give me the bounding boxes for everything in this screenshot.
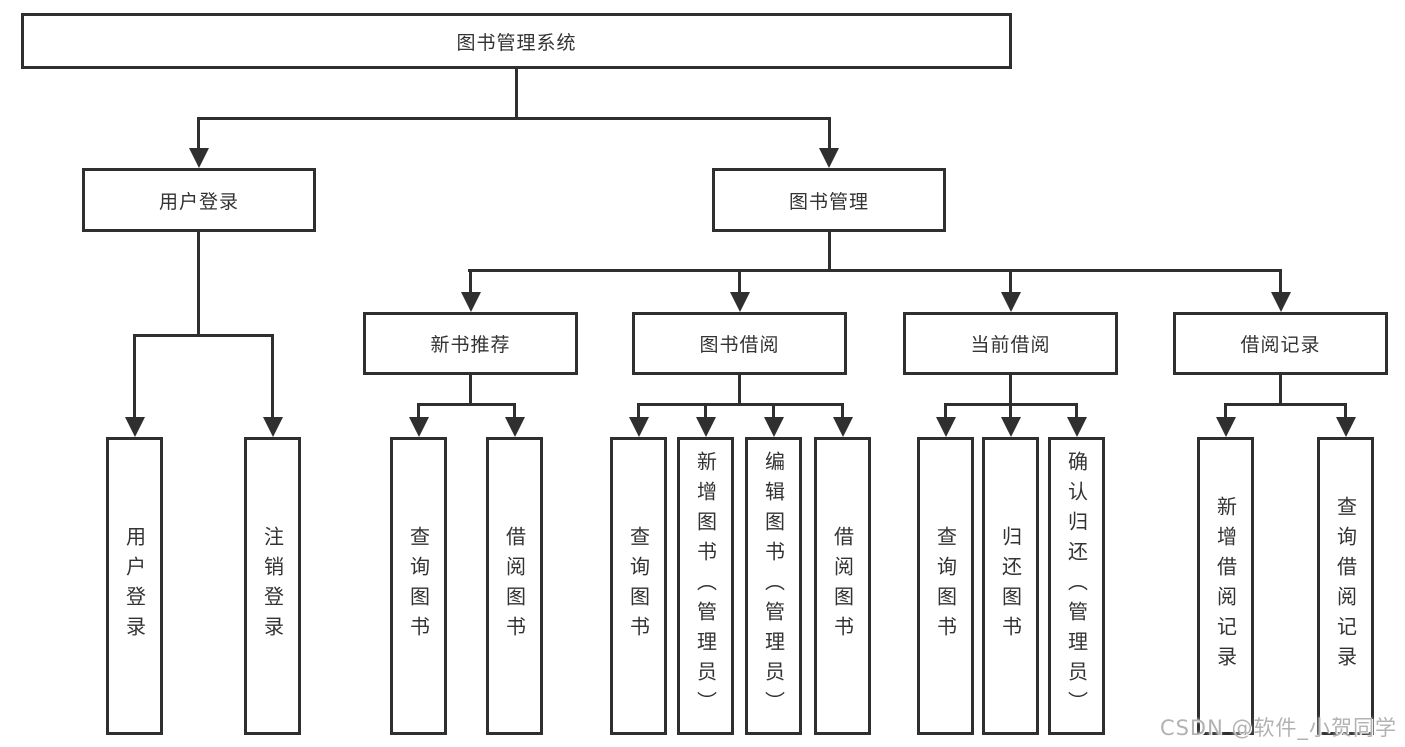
connector-drop-borrow-record bbox=[1279, 269, 1282, 294]
connector-drop-book-borrow bbox=[738, 269, 741, 294]
connector-drop-nb-query bbox=[417, 403, 420, 419]
connector-bookborrow-stem bbox=[738, 375, 741, 405]
connector-drop-bb-query bbox=[637, 403, 640, 419]
arrowhead-book-management bbox=[819, 148, 839, 168]
node-leaf-record-add: 新增借阅记录 bbox=[1197, 437, 1254, 735]
connector-userlogin-stem bbox=[197, 232, 200, 334]
arrowhead-new-book bbox=[461, 292, 481, 312]
node-leaf-borrow-borrow-label: 借阅图书 bbox=[830, 526, 855, 646]
node-leaf-record-query: 查询借阅记录 bbox=[1317, 437, 1374, 735]
arrowhead-book-borrow bbox=[730, 292, 750, 312]
arrowhead-bb-add bbox=[696, 417, 716, 437]
connector-drop-book-management bbox=[828, 117, 831, 151]
node-leaf-current-return: 归还图书 bbox=[982, 437, 1039, 735]
node-leaf-user-login: 用户登录 bbox=[106, 437, 163, 735]
connector-borrowrecord-stem bbox=[1279, 375, 1282, 405]
arrowhead-leaf-login bbox=[125, 417, 145, 437]
csdn-watermark: CSDN @软件_小贺同学 bbox=[1159, 716, 1397, 740]
arrowhead-bb-edit bbox=[764, 417, 784, 437]
arrowhead-borrow-record bbox=[1271, 292, 1291, 312]
node-leaf-current-return-label: 归还图书 bbox=[998, 526, 1023, 646]
connector-drop-cb-confirm bbox=[1075, 403, 1078, 419]
node-leaf-borrow-edit-admin-label: 编辑图书（管理员） bbox=[761, 451, 786, 721]
connector-newbook-stem bbox=[469, 375, 472, 405]
node-leaf-newbook-borrow-label: 借阅图书 bbox=[502, 526, 527, 646]
node-current-borrow-module-label: 当前借阅 bbox=[970, 334, 1051, 356]
connector-userlogin-hline bbox=[133, 334, 274, 337]
connector-bookmgmt-hline bbox=[468, 269, 1281, 272]
node-leaf-logout: 注销登录 bbox=[244, 437, 301, 735]
arrowhead-bb-borrow bbox=[833, 417, 853, 437]
node-leaf-logout-label: 注销登录 bbox=[260, 526, 285, 646]
connector-root-stem bbox=[515, 69, 518, 119]
node-book-management-branch: 图书管理 bbox=[712, 168, 946, 232]
node-system-root: 图书管理系统 bbox=[21, 13, 1012, 69]
connector-bookborrow-hline bbox=[637, 403, 844, 406]
node-new-book-module-label: 新书推荐 bbox=[430, 334, 511, 356]
arrowhead-br-add bbox=[1216, 417, 1236, 437]
arrowhead-current-borrow bbox=[1001, 292, 1021, 312]
node-user-login-branch-label: 用户登录 bbox=[158, 190, 239, 213]
node-leaf-newbook-query-label: 查询图书 bbox=[406, 526, 431, 646]
node-current-borrow-module: 当前借阅 bbox=[903, 312, 1118, 375]
connector-drop-bb-borrow bbox=[841, 403, 844, 419]
node-user-login-branch: 用户登录 bbox=[82, 168, 316, 232]
node-leaf-borrow-add-admin: 新增图书（管理员） bbox=[677, 437, 734, 735]
node-leaf-newbook-query: 查询图书 bbox=[390, 437, 447, 735]
arrowhead-cb-return bbox=[1001, 417, 1021, 437]
connector-drop-leaf-logout bbox=[271, 334, 274, 419]
node-new-book-module: 新书推荐 bbox=[363, 312, 578, 375]
node-borrow-record-module: 借阅记录 bbox=[1173, 312, 1388, 375]
connector-borrowrecord-hline bbox=[1224, 403, 1347, 406]
node-leaf-borrow-query-label: 查询图书 bbox=[626, 526, 651, 646]
connector-newbook-hline bbox=[417, 403, 516, 406]
connector-drop-br-query bbox=[1344, 403, 1347, 419]
connector-bookmgmt-stem bbox=[828, 232, 831, 271]
node-book-borrow-module-label: 图书借阅 bbox=[699, 334, 780, 356]
node-leaf-borrow-edit-admin: 编辑图书（管理员） bbox=[745, 437, 802, 735]
connector-drop-cb-return bbox=[1009, 403, 1012, 419]
connector-root-hline bbox=[197, 117, 831, 120]
connector-drop-br-add bbox=[1224, 403, 1227, 419]
node-leaf-borrow-add-admin-label: 新增图书（管理员） bbox=[693, 451, 718, 721]
connector-drop-bb-add bbox=[704, 403, 707, 419]
connector-drop-user-login bbox=[197, 117, 200, 151]
node-leaf-current-confirm-admin: 确认归还（管理员） bbox=[1048, 437, 1105, 735]
node-book-management-branch-label: 图书管理 bbox=[788, 190, 869, 213]
node-leaf-borrow-borrow: 借阅图书 bbox=[814, 437, 871, 735]
node-leaf-current-confirm-admin-label: 确认归还（管理员） bbox=[1064, 451, 1089, 721]
node-borrow-record-module-label: 借阅记录 bbox=[1240, 334, 1321, 356]
arrowhead-nb-borrow bbox=[505, 417, 525, 437]
arrowhead-br-query bbox=[1336, 417, 1356, 437]
arrowhead-leaf-logout bbox=[263, 417, 283, 437]
node-leaf-record-add-label: 新增借阅记录 bbox=[1213, 496, 1238, 676]
node-leaf-newbook-borrow: 借阅图书 bbox=[486, 437, 543, 735]
node-leaf-user-login-label: 用户登录 bbox=[122, 526, 147, 646]
node-leaf-borrow-query: 查询图书 bbox=[610, 437, 667, 735]
connector-drop-nb-borrow bbox=[513, 403, 516, 419]
arrowhead-cb-query bbox=[936, 417, 956, 437]
node-leaf-record-query-label: 查询借阅记录 bbox=[1333, 496, 1358, 676]
arrowhead-nb-query bbox=[409, 417, 429, 437]
connector-drop-current-borrow bbox=[1009, 269, 1012, 294]
connector-drop-leaf-login bbox=[133, 334, 136, 419]
connector-drop-cb-query bbox=[944, 403, 947, 419]
node-leaf-current-query-label: 查询图书 bbox=[933, 526, 958, 646]
node-system-root-label: 图书管理系统 bbox=[456, 31, 577, 54]
arrowhead-user-login bbox=[189, 148, 209, 168]
node-leaf-current-query: 查询图书 bbox=[917, 437, 974, 735]
connector-drop-bb-edit bbox=[772, 403, 775, 419]
node-book-borrow-module: 图书借阅 bbox=[632, 312, 847, 375]
arrowhead-bb-query bbox=[629, 417, 649, 437]
connector-currentborrow-stem bbox=[1009, 375, 1012, 405]
connector-drop-new-book bbox=[469, 269, 472, 294]
arrowhead-cb-confirm bbox=[1067, 417, 1087, 437]
